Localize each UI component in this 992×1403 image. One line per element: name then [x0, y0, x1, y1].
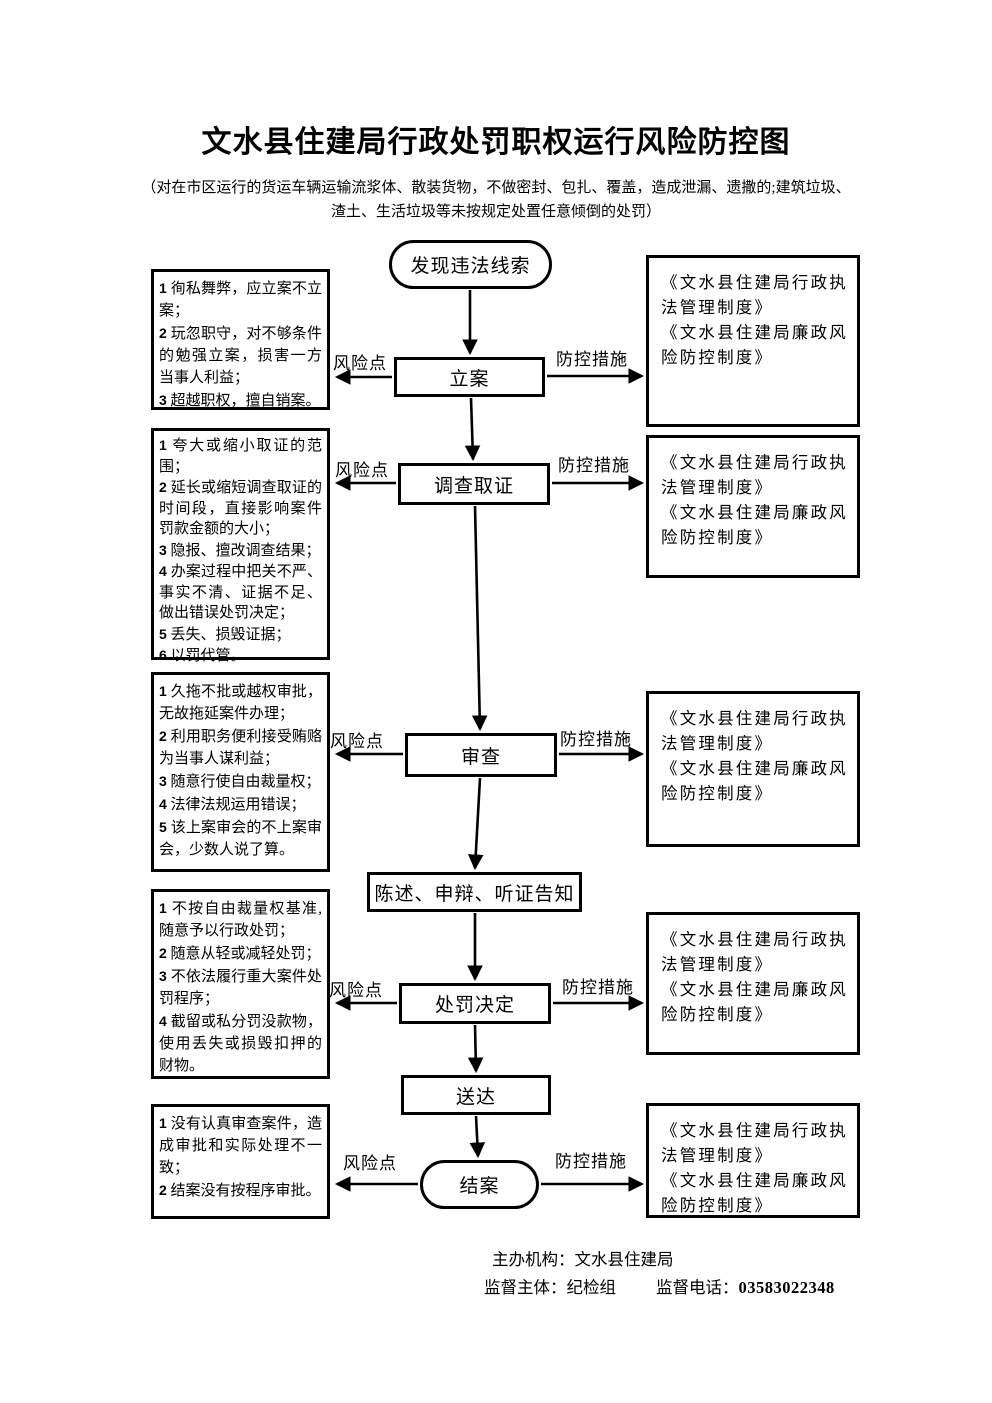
- regulation-title: 《文水县住建局廉政风险防控制度》: [661, 503, 848, 547]
- control-box-decision: 《文水县住建局行政执法管理制度》《文水县住建局廉政风险防控制度》: [646, 912, 860, 1055]
- regulation-title: 《文水县住建局行政执法管理制度》: [661, 709, 848, 753]
- risk-point-label-3: 风险点: [330, 732, 384, 751]
- control-box-investigation: 《文水县住建局行政执法管理制度》《文水县住建局廉政风险防控制度》: [646, 435, 860, 578]
- regulation-title: 《文水县住建局行政执法管理制度》: [661, 453, 848, 497]
- risk-box-filing: 1 徇私舞弊，应立案不立案； 2 玩忽职守，对不够条件的勉强立案，损害一方当事人利…: [151, 269, 330, 410]
- flow-node-investigation: 调查取证: [398, 463, 550, 505]
- risk-box-investigation: 1 夸大或缩小取证的范围； 2 延长或缩短调查取证的时间段，直接影响案件罚款金额的…: [151, 428, 330, 664]
- footer-host-line: 主办机构：文水县住建局: [492, 1246, 674, 1270]
- risk-item: 1 徇私舞弊，应立案不立案；: [159, 280, 322, 319]
- risk-item: 2 结案没有按程序审批。: [159, 1182, 321, 1199]
- flow-node-closing: 结案: [420, 1160, 539, 1209]
- flow-node-filing: 立案: [394, 357, 545, 397]
- flow-node-notice: 陈述、申辩、听证告知: [367, 872, 582, 912]
- risk-item: 3 超越职权，擅自销案。: [159, 392, 321, 409]
- control-measure-label-3: 防控措施: [560, 730, 632, 749]
- risk-item: 6 以罚代管。: [159, 647, 246, 664]
- risk-item: 2 玩忽职守，对不够条件的勉强立案，损害一方当事人利益；: [159, 325, 322, 386]
- control-measure-label-1: 防控措施: [556, 350, 628, 369]
- risk-item: 5 该上案审会的不上案审会，少数人说了算。: [159, 819, 322, 858]
- risk-item: 3 随意行使自由裁量权；: [159, 773, 321, 790]
- control-box-filing: 《文水县住建局行政执法管理制度》《文水县住建局廉政风险防控制度》: [646, 255, 860, 427]
- regulation-title: 《文水县住建局行政执法管理制度》: [661, 273, 848, 317]
- control-measure-label-2: 防控措施: [558, 456, 630, 475]
- risk-point-label-1: 风险点: [333, 354, 387, 373]
- regulation-title: 《文水县住建局行政执法管理制度》: [661, 930, 848, 974]
- risk-item: 2 延长或缩短调查取证的时间段，直接影响案件罚款金额的大小；: [159, 479, 322, 537]
- regulation-title: 《文水县住建局廉政风险防控制度》: [661, 980, 848, 1024]
- control-box-closing: 《文水县住建局行政执法管理制度》《文水县住建局廉政风险防控制度》: [646, 1103, 860, 1218]
- risk-point-label-5: 风险点: [343, 1154, 397, 1173]
- risk-item: 2 随意从轻或减轻处罚；: [159, 945, 321, 962]
- footer-host: 主办机构：文水县住建局: [492, 1250, 674, 1269]
- control-measure-label-4: 防控措施: [562, 978, 634, 997]
- control-box-review: 《文水县住建局行政执法管理制度》《文水县住建局廉政风险防控制度》: [646, 691, 860, 847]
- risk-item: 4 法律法规运用错误；: [159, 796, 306, 813]
- control-measure-label-5: 防控措施: [555, 1152, 627, 1171]
- risk-item: 3 不依法履行重大案件处罚程序；: [159, 968, 322, 1007]
- footer-phone-number: 03583022348: [738, 1278, 835, 1297]
- regulation-title: 《文水县住建局廉政风险防控制度》: [661, 1171, 848, 1215]
- risk-item: 1 夸大或缩小取证的范围；: [159, 437, 322, 475]
- risk-box-closing: 1 没有认真审查案件，造成审批和实际处理不一致； 2 结案没有按程序审批。: [151, 1104, 330, 1219]
- risk-point-label-2: 风险点: [335, 461, 389, 480]
- risk-item: 1 没有认真审查案件，造成审批和实际处理不一致；: [159, 1115, 322, 1176]
- footer-phone-label: 监督电话：: [656, 1278, 739, 1297]
- risk-item: 3 隐报、擅改调查结果；: [159, 541, 321, 559]
- risk-item: 1 久拖不批或越权审批，无故拖延案件办理；: [159, 683, 322, 722]
- footer-supervisor: 监督主体：纪检组: [484, 1278, 616, 1297]
- flow-node-delivery: 送达: [401, 1075, 551, 1115]
- risk-item: 4 办案过程中把关不严、事实不清、证据不足、做出错误处罚决定；: [159, 563, 322, 621]
- risk-box-decision: 1 不按自由裁量权基准,随意予以行政处罚； 2 随意从轻或减轻处罚； 3 不依法履行…: [151, 889, 330, 1079]
- risk-box-review: 1 久拖不批或越权审批，无故拖延案件办理； 2 利用职务便利接受贿赂为当事人谋利益…: [151, 672, 330, 872]
- risk-point-label-4: 风险点: [329, 981, 383, 1000]
- risk-item: 1 不按自由裁量权基准,随意予以行政处罚；: [159, 900, 322, 939]
- regulation-title: 《文水县住建局行政执法管理制度》: [661, 1121, 848, 1165]
- flow-node-decision: 处罚决定: [399, 983, 551, 1024]
- footer-supervision-line: 监督主体：纪检组 监督电话：03583022348: [484, 1274, 835, 1298]
- regulation-title: 《文水县住建局廉政风险防控制度》: [661, 323, 848, 367]
- flow-node-review: 审查: [405, 733, 557, 777]
- flow-node-start: 发现违法线索: [389, 240, 552, 289]
- risk-item: 4 截留或私分罚没款物，使用丢失或损毁扣押的财物。: [159, 1013, 322, 1074]
- page-subtitle: （对在市区运行的货运车辆运输流浆体、散装货物，不做密封、包扎、覆盖，造成泄漏、遗…: [141, 180, 851, 220]
- page-title: 文水县住建局行政处罚职权运行风险防控图: [201, 126, 791, 159]
- risk-item: 2 利用职务便利接受贿赂为当事人谋利益；: [159, 728, 322, 767]
- risk-item: 5 丢失、损毁证据；: [159, 625, 291, 643]
- regulation-title: 《文水县住建局廉政风险防控制度》: [661, 759, 848, 803]
